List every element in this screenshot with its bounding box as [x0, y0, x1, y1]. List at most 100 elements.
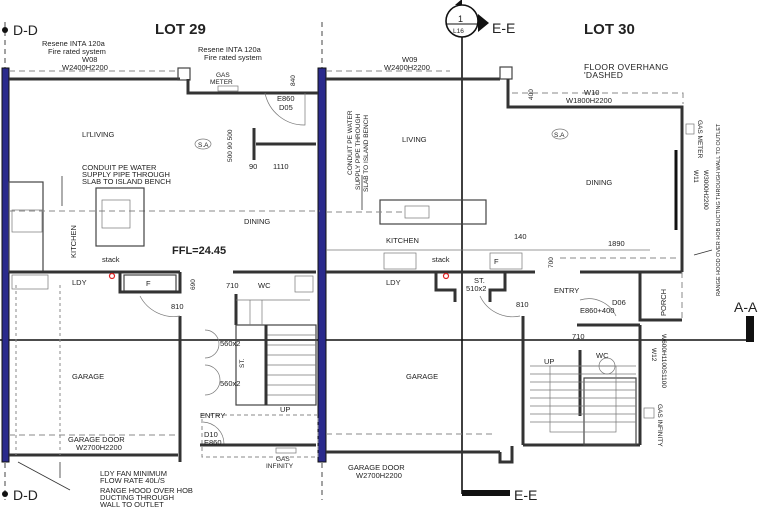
door-d06: D06	[612, 298, 626, 307]
stair-up: UP	[544, 357, 554, 366]
ffl-level: FFL=24.45	[172, 245, 226, 257]
room-living: LIVING	[402, 135, 427, 144]
stair-up: UP	[280, 405, 290, 414]
stack-label: stack	[102, 255, 120, 264]
conduit-note-1: CONDUIT PE WATER	[347, 110, 354, 175]
window-w11: W11	[692, 170, 699, 183]
smoke-alarm: S.A	[198, 142, 209, 149]
room-dining: DINING	[244, 217, 270, 226]
door-d06-size: E860+400	[580, 306, 614, 315]
dim-840: 840	[290, 75, 297, 86]
garage-door-label: GARAGE DOOR	[348, 463, 405, 472]
dim-690: 690	[190, 279, 197, 290]
dim-700: 700	[548, 257, 555, 268]
window-w08-size: W2400H2200	[62, 63, 108, 72]
ldy-fan-note-2: FLOW RATE 40L/S	[100, 476, 165, 485]
conduit-note-1: CONDUIT PE WATER	[82, 163, 157, 172]
gas-meter-2: METER	[210, 79, 233, 86]
dim-710: 710	[226, 281, 239, 290]
window-w10: W10	[584, 88, 599, 97]
conduit-note-2: SUPPLY PIPE THROUGH	[355, 113, 362, 190]
lot-30-title: LOT 30	[584, 21, 635, 38]
door-e860: E860	[277, 94, 295, 103]
store-label: ST.	[239, 358, 246, 368]
party-wall-left	[1, 67, 10, 463]
door-d05: D05	[279, 103, 293, 112]
section-dd-bottom-label: D-D	[13, 487, 38, 503]
room-kitchen: KITCHEN	[386, 236, 419, 245]
stack-label: stack	[432, 255, 450, 264]
door-d10: D10	[204, 430, 218, 439]
gas-infinity: GAS INFINITY	[656, 404, 663, 447]
stack-marker	[108, 272, 116, 280]
garage-door-size: W2700H2200	[356, 471, 402, 480]
smoke-alarm: S.A	[554, 132, 565, 139]
fire-note-2b: Fire rated system	[204, 53, 262, 62]
window-w09-size: W2400H2200	[384, 63, 430, 72]
section-ee-bottom-label: E-E	[514, 487, 537, 503]
window-w11-size: W3000H2200	[702, 170, 709, 210]
room-entry: ENTRY	[554, 286, 579, 295]
room-garage: GARAGE	[72, 372, 104, 381]
room-ldy: LDY	[72, 278, 87, 287]
range-hood-note-3: WALL TO OUTLET	[100, 500, 164, 509]
dim-1110: 1110	[273, 162, 289, 171]
fridge-label: F	[494, 257, 499, 266]
ldy-fan-note-1: LDY FAN MINIMUM	[100, 469, 167, 478]
range-hood-note-2: DUCTING THROUGH	[100, 493, 174, 502]
dims-stack: 500 90 500	[227, 129, 234, 162]
window-w09: W09	[402, 55, 417, 64]
dim-1890: 1890	[608, 239, 625, 248]
range-hood-note-1: RANGE HOOD OVER HOB	[100, 486, 193, 495]
gas-meter: GAS METER	[696, 120, 703, 159]
lot-29-title: LOT 29	[155, 21, 206, 38]
store-label: ST.	[474, 276, 485, 285]
store-size-2: 560x2	[220, 379, 240, 388]
fire-note-1b: Fire rated system	[48, 47, 106, 56]
gas-meter-1: GAS	[216, 72, 230, 79]
garage-door-label: GARAGE DOOR	[68, 435, 125, 444]
dim-810: 810	[516, 300, 529, 309]
overhang-note-2: 'DASHED	[584, 70, 623, 80]
dim-140: 140	[514, 232, 527, 241]
overhang-note-1: FLOOR OVERHANG	[584, 62, 669, 72]
door-d10-size: E860	[204, 438, 222, 447]
room-wc: WC	[258, 281, 271, 290]
conduit-note-3: SLAB TO ISLAND BENCH	[363, 115, 370, 192]
section-a-a: A-A	[0, 299, 758, 342]
dim-710: 710	[572, 332, 585, 341]
fire-note-1a: Resene INTA 120a	[42, 39, 106, 48]
section-ee-top-label: E-E	[492, 20, 515, 36]
garage-door-size: W2700H2200	[76, 443, 122, 452]
lot-30-plan	[326, 66, 713, 464]
window-w12: W12	[650, 348, 657, 362]
fire-note-2a: Resene INTA 120a	[198, 45, 262, 54]
dim-810: 810	[171, 302, 184, 311]
room-entry: ENTRY	[200, 411, 225, 420]
party-wall-middle	[317, 67, 327, 463]
range-hood-note: RANGE HOOD OVER HOB DUCTING THROUGH WALL…	[716, 123, 722, 296]
conduit-note-2: SUPPLY PIPE THROUGH	[82, 170, 170, 179]
room-ldy: LDY	[386, 278, 401, 287]
room-garage: GARAGE	[406, 372, 438, 381]
section-e-e: 1 L16 E-E E-E	[445, 0, 537, 503]
room-living: LI'LIVING	[82, 130, 114, 139]
window-w10-size: W1800H2200	[566, 96, 612, 105]
window-w08: W08	[82, 55, 97, 64]
section-aa-label: A-A	[734, 299, 758, 315]
store-size-1: 560x2	[220, 339, 240, 348]
dim-90: 90	[249, 162, 257, 171]
section-dd-top-label: D-D	[13, 22, 38, 38]
lot-29-plan	[8, 67, 450, 491]
gas-infinity-1: GAS	[276, 456, 290, 463]
room-kitchen: KITCHEN	[69, 225, 78, 258]
window-w12-size: W600H1100S1100	[660, 334, 667, 388]
gas-infinity-2: INFINITY	[266, 463, 294, 470]
callout-sheet: L16	[453, 28, 464, 35]
store-size: 510x2	[466, 284, 486, 293]
room-wc: WC	[596, 351, 609, 360]
room-dining: DINING	[586, 178, 612, 187]
dim-400: 400	[528, 89, 535, 100]
conduit-note-3: SLAB TO ISLAND BENCH	[82, 177, 171, 186]
